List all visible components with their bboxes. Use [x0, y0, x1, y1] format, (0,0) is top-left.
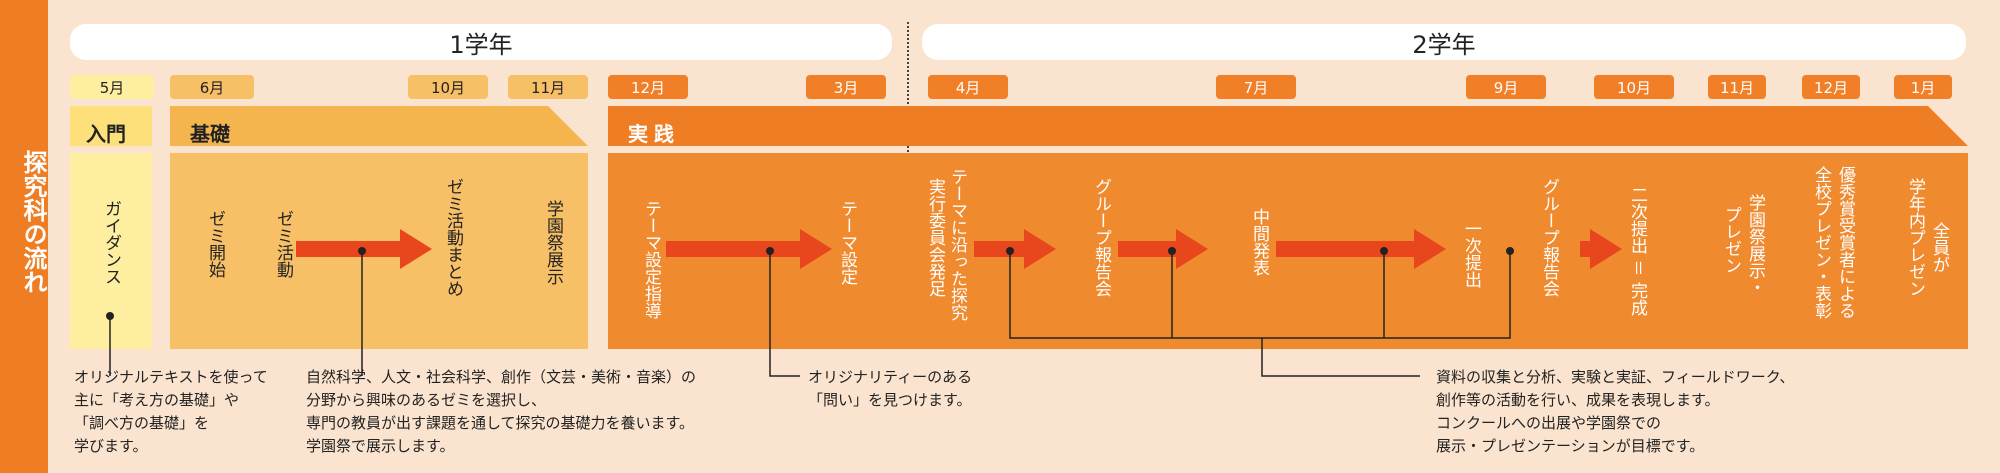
note-guidance: オリジナルテキストを使って 主に「考え方の基礎」や 「調べ方の基礎」を 学びます… [74, 368, 268, 455]
connector-theme [769, 251, 800, 377]
step-seminar-summary: ゼミ活動まとめ [443, 178, 463, 297]
month-11-y2: 11月 [1708, 75, 1766, 99]
arrow-y2-4 [1580, 229, 1622, 269]
step-all-1: 全員が [1929, 222, 1949, 273]
connector-research-note [1261, 338, 1420, 377]
basic-header [170, 106, 588, 146]
step-theme-inquiry-2: 実行委員会発足 [925, 178, 945, 297]
step-guidance: ガイダンス [101, 200, 121, 285]
year1-label: 1学年 [449, 30, 513, 59]
practice-header [608, 106, 1968, 146]
phase-basic-label: 基礎 [190, 122, 230, 146]
step-theme-guidance: テーマ設定指導 [641, 200, 661, 319]
step-theme-setting: テーマ設定 [837, 200, 857, 285]
connector-lines [109, 251, 1511, 377]
note-research: 資料の収集と分析、実験と実証、フィールドワーク、 創作等の活動を行い、成果を表現… [1436, 368, 1795, 455]
step-seminar-activity: ゼミ活動 [273, 210, 293, 278]
month-10-y1: 10月 [408, 75, 488, 99]
step-first-submit: 一次提出 [1461, 220, 1481, 288]
connector-dots [106, 247, 1514, 320]
note-seminar: 自然科学、人文・社会科学、創作（文芸・美術・音楽）の 分野から興味のあるゼミを選… [306, 368, 697, 455]
step-seminar-start: ゼミ開始 [205, 210, 225, 278]
step-fest-presentation-2: プレゼン [1721, 206, 1741, 274]
phase-practice-label: 実践 [628, 122, 680, 146]
arrow-theme [666, 229, 832, 269]
year1-bar: 1学年 [70, 24, 892, 60]
step-award-1: 優秀賞受賞者による [1835, 166, 1855, 319]
step-theme-inquiry-1: テーマに沿った探究 [947, 168, 967, 321]
step-group-report-2: グループ報告会 [1539, 178, 1559, 297]
month-10-y2: 10月 [1594, 75, 1674, 99]
intro-header [70, 106, 152, 146]
arrow-y2-1 [974, 229, 1056, 269]
month-1: 1月 [1894, 75, 1952, 99]
note-theme: オリジナリティーのある 「問い」を見つけます。 [808, 368, 973, 409]
step-second-submit: 二次提出 ＝ 完成 [1627, 186, 1647, 316]
step-midterm: 中間発表 [1249, 208, 1269, 276]
side-title-panel: 探究科の流れ [0, 0, 48, 473]
arrow-y2-2 [1118, 229, 1208, 269]
phase-intro-label: 入門 [86, 122, 126, 146]
month-9: 9月 [1466, 75, 1546, 99]
step-award-2: 全校プレゼン・表彰 [1811, 166, 1831, 319]
arrow-y2-3 [1276, 229, 1446, 269]
step-all-2: 学年内プレゼン [1905, 178, 1925, 297]
month-6: 6月 [170, 75, 254, 99]
month-3: 3月 [806, 75, 886, 99]
month-12-y1: 12月 [608, 75, 688, 99]
step-group-report-1: グループ報告会 [1091, 178, 1111, 297]
step-school-fest-display: 学園祭展示 [543, 200, 563, 285]
month-5: 5月 [70, 75, 154, 99]
month-12-y2: 12月 [1802, 75, 1860, 99]
side-title: 探究科の流れ [19, 150, 47, 294]
month-4: 4月 [928, 75, 1008, 99]
year2-label: 2学年 [1412, 30, 1476, 59]
connector-research [1009, 251, 1511, 339]
step-fest-presentation-1: 学園祭展示・ [1745, 194, 1765, 296]
month-11-y1: 11月 [508, 75, 588, 99]
year2-bar: 2学年 [922, 24, 1966, 60]
month-7: 7月 [1216, 75, 1296, 99]
